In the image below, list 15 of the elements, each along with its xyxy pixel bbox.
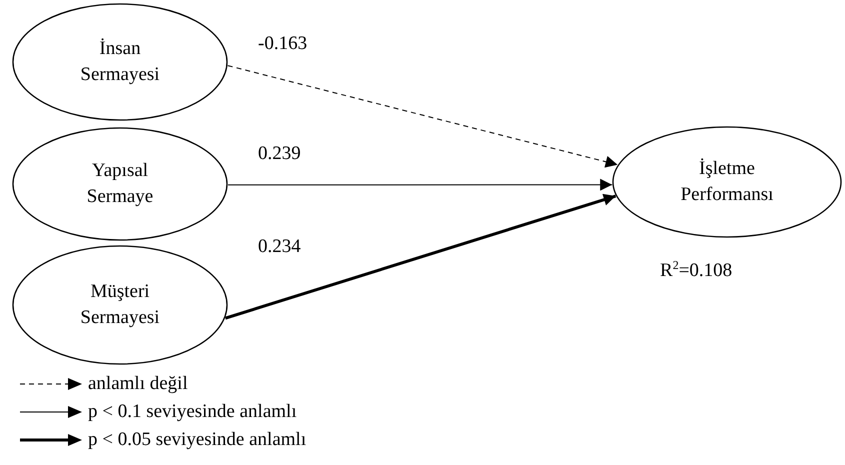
arrow — [227, 178, 613, 191]
ellipse-node — [612, 126, 842, 238]
node-label: İşletme Performansı — [680, 157, 774, 207]
ellipse-node — [12, 245, 228, 365]
legend-text: p < 0.1 seviyesinde anlamlı — [88, 401, 297, 423]
arrow — [227, 65, 618, 168]
arrow — [224, 194, 616, 320]
node-label: Müşteri Sermayesi — [79, 280, 161, 330]
node-label: İnsan Sermayesi — [79, 37, 161, 87]
ellipse-node — [12, 127, 228, 241]
legend-text: anlamlı değil — [88, 373, 188, 395]
legend-text: p < 0.05 seviyesinde anlamlı — [88, 429, 306, 451]
ellipse-node — [12, 3, 228, 121]
node-label: Yapısal Sermaye — [86, 159, 154, 209]
r-squared-label: R$^{2}$=0.108 — [660, 258, 732, 282]
